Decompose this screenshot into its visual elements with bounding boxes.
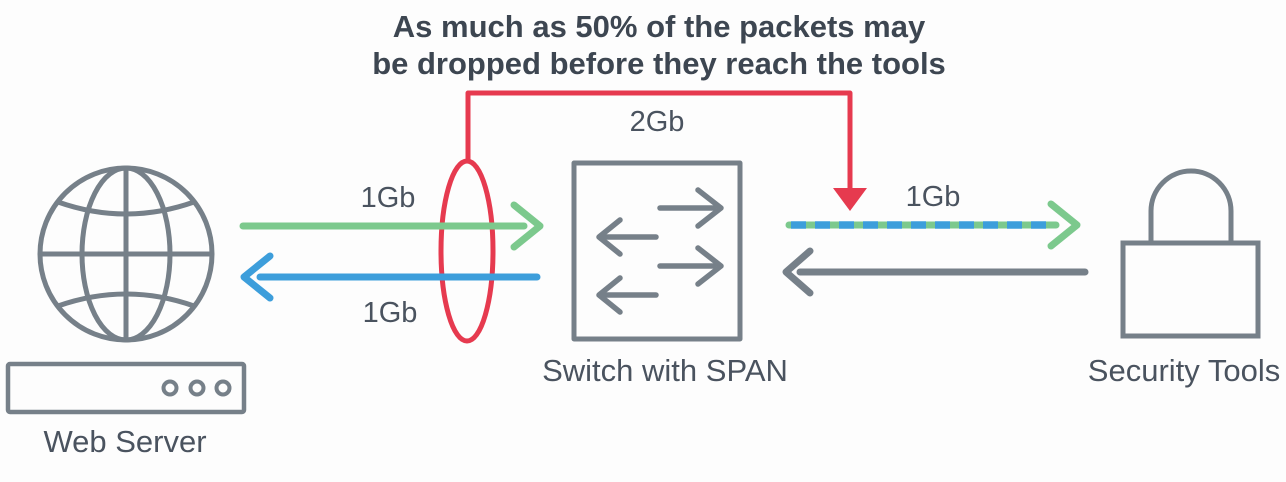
gray-arrowhead-icon xyxy=(782,247,814,297)
green-arrowhead-icon xyxy=(510,201,544,251)
globe-icon xyxy=(37,165,215,343)
inbound-arrow xyxy=(239,201,544,251)
packet-drop-callout-arrow xyxy=(465,90,867,211)
inbound-rate-label: 1Gb xyxy=(361,182,416,214)
padlock-icon xyxy=(1120,168,1261,339)
annotation-line1: As much as 50% of the packets may xyxy=(393,9,926,44)
annotation-line2: be dropped before they reach the tools xyxy=(372,46,946,81)
return-arrow xyxy=(782,247,1089,297)
web-server-label: Web Server xyxy=(43,424,206,459)
red-arrowhead-icon xyxy=(833,188,867,211)
bottleneck-ellipse xyxy=(438,158,496,344)
outbound-rate-label: 1Gb xyxy=(363,297,418,329)
security-tools-label: Security Tools xyxy=(1088,353,1280,388)
outbound-arrow xyxy=(240,252,541,302)
blue-arrowhead-icon xyxy=(240,252,274,302)
green-arrowhead-icon xyxy=(1047,200,1081,250)
span-rate-label: 1Gb xyxy=(906,181,961,213)
switch-icon xyxy=(571,160,743,342)
server-icon xyxy=(5,361,247,415)
switch-capacity-label: 2Gb xyxy=(630,106,685,138)
span-feed-arrow xyxy=(785,200,1081,250)
switch-label: Switch with SPAN xyxy=(542,353,788,388)
